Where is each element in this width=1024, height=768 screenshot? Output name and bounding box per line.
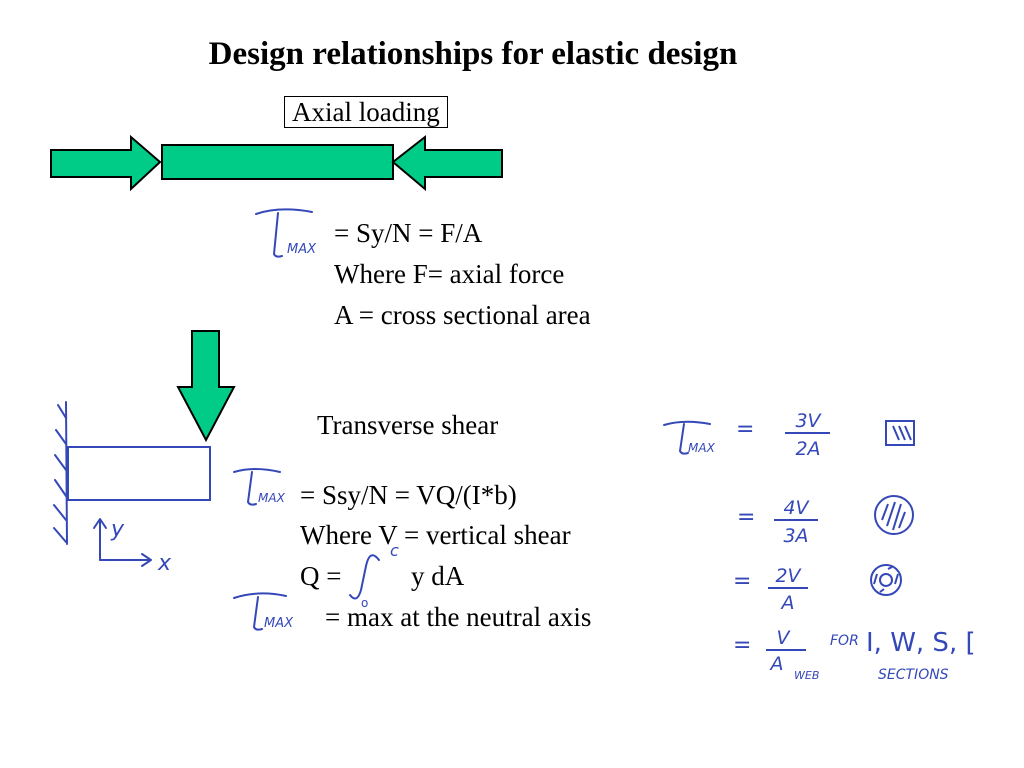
equals-sign: =	[737, 505, 755, 530]
equals-sign: =	[733, 633, 751, 658]
cross-section-area-definition: A = cross sectional area	[334, 300, 591, 330]
integral-sign-icon: c o	[349, 541, 399, 610]
shear-formula-table: MAX = 3V 2A = 4V 3A = 2V A = V A	[663, 410, 976, 683]
tube-formula-denominator: A	[780, 592, 795, 614]
axial-force-definition: Where F= axial force	[334, 259, 565, 289]
hollow-tube-section-icon	[870, 564, 902, 596]
tau-max-subscript: MAX	[688, 441, 716, 455]
tau-max-right-handwriting	[663, 420, 711, 455]
integral-lower-limit: o	[361, 596, 368, 610]
rect-formula-numerator: 3V	[795, 410, 822, 432]
x-axis-label: x	[157, 551, 172, 576]
tau-max-neutral-axis-handwriting: MAX	[233, 592, 294, 631]
cantilever-wall	[53, 401, 68, 545]
right-push-arrow-icon	[391, 134, 503, 192]
solid-circle-formula-numerator: 4V	[783, 497, 810, 519]
left-push-arrow-icon	[50, 134, 162, 192]
transverse-shear-label: Transverse shear	[317, 410, 499, 440]
axial-stress-equation: = Sy/N = F/A	[334, 218, 483, 248]
max-at-neutral-axis-text: = max at the neutral axis	[325, 602, 592, 632]
web-formula-numerator: V	[777, 627, 792, 649]
web-subscript: WEB	[794, 669, 819, 682]
sections-label: SECTIONS	[878, 667, 949, 683]
rectangular-section-icon	[885, 420, 915, 446]
slide-title: Design relationships for elastic design	[208, 36, 738, 72]
axial-loading-label: Axial loading	[284, 96, 448, 128]
for-label: FOR	[830, 633, 859, 649]
tau-max-subscript: MAX	[287, 242, 317, 257]
y-axis-label: y	[110, 517, 125, 542]
equals-sign: =	[733, 569, 751, 594]
axial-loading-diagram	[50, 134, 503, 192]
first-moment-integrand: y dA	[411, 561, 465, 591]
tau-max-subscript: MAX	[258, 491, 286, 505]
equals-sign: =	[736, 417, 754, 442]
integral-upper-limit: c	[390, 541, 399, 560]
first-moment-q-prefix: Q =	[300, 561, 342, 591]
cantilever-beam	[67, 446, 211, 501]
section-types-list: I, W, S, [	[866, 628, 976, 658]
downward-load-arrow-icon	[176, 330, 236, 443]
tau-max-shear-handwriting: MAX	[233, 468, 286, 506]
xy-axes-sketch: y x	[93, 517, 172, 576]
tau-max-subscript: MAX	[264, 616, 294, 631]
solid-circle-formula-denominator: 3A	[783, 525, 808, 547]
web-formula-denominator: A	[769, 653, 784, 675]
rect-formula-denominator: 2A	[795, 438, 820, 460]
vertical-shear-definition: Where V = vertical shear	[300, 520, 571, 550]
tau-max-axial-handwriting: MAX	[255, 208, 317, 258]
axial-bar	[161, 144, 394, 180]
tube-formula-numerator: 2V	[775, 565, 802, 587]
shear-stress-equation: = Ssy/N = VQ/(I*b)	[300, 480, 517, 510]
solid-circular-section-icon	[874, 495, 914, 535]
